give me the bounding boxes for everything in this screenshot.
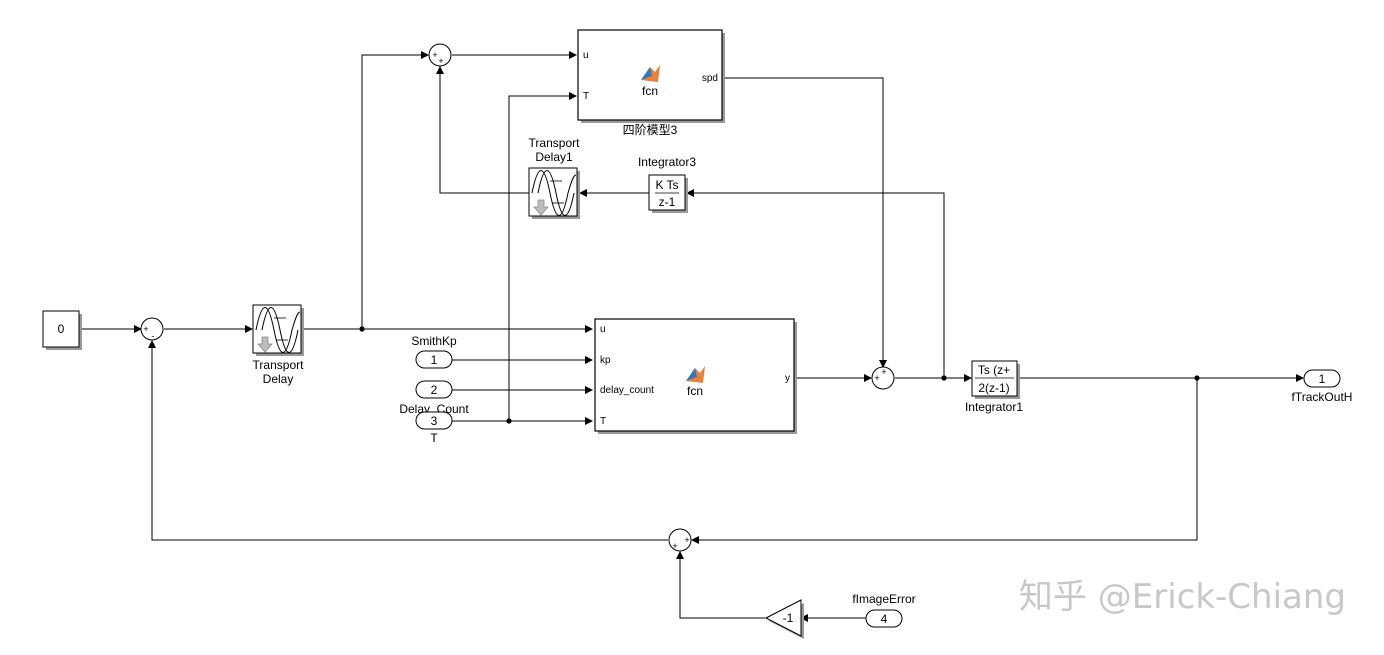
matlab-logo-icon [641,65,660,82]
junction-dot [1194,375,1200,381]
inport-delay-count[interactable]: 2 Delay_Count [399,380,469,416]
fcn-label: fcn [642,84,658,98]
watermark-text: 知乎 @Erick-Chiang [1019,577,1346,617]
sum-sign-minus: - [152,331,155,341]
gain-block[interactable]: -1 [764,599,804,639]
transport-delay-name-line2: Delay [263,372,294,386]
fcn-label: fcn [687,384,703,398]
constant-value: 0 [58,322,65,336]
sum-sign-plus: + [143,324,148,334]
transport-delay-name: Transport [253,358,305,372]
inport-fimageerror[interactable]: 4 fImageError [852,592,916,628]
matlab-function-block-top[interactable]: u T spd fcn 四阶模型3 [577,29,725,137]
wire-bottom-sum-to-sum1[interactable] [148,340,668,541]
inport-number: 3 [431,414,438,428]
outport-name: fTrackOutH [1292,390,1353,404]
sum-sign-plus: + [874,373,879,383]
sum-sign-plus: + [432,50,437,60]
port-label-T: T [583,91,589,102]
inport-number: 1 [431,353,438,367]
wire-T-to-fcn-top[interactable] [508,92,577,421]
wire-gain-to-bottom-sum[interactable] [676,551,765,619]
transport-delay-block[interactable]: Transport Delay [252,304,305,386]
transport-delay1-block[interactable]: Transport Delay1 [528,136,581,219]
inport-name: Delay_Count [399,402,469,416]
sum-block-feedback[interactable]: + + [668,528,692,552]
delay-wave-icon [255,307,301,353]
port-label-delay-count: delay_count [600,385,654,396]
delay-wave-icon [531,170,577,216]
integrator1-block[interactable]: Ts (z+ 2(z-1) Integrator1 [965,360,1023,414]
port-label-u: u [583,50,589,61]
junction-dot [359,326,365,332]
junction-dot [506,418,512,424]
inport-T[interactable]: 3 T [415,411,453,445]
matlab-function-block-main[interactable]: u kp delay_count T y fcn [594,318,797,434]
sum-block-output[interactable]: + + [871,366,895,390]
integrator3-block[interactable]: K Ts z-1 Integrator3 [638,155,696,213]
sum-block-input[interactable]: + - [140,317,164,341]
wire-delay1-to-top-sum[interactable] [436,66,529,194]
junction-dot [941,375,947,381]
outport-ftrackouth[interactable]: 1 fTrackOutH [1292,369,1353,404]
wire-branch-to-top-sum[interactable] [361,51,429,329]
inport-name: SmithKp [411,334,457,348]
inport-name: fImageError [852,592,915,606]
integrator3-numerator: K Ts [655,178,678,192]
port-label-kp: kp [600,355,611,366]
transport-delay1-name-line2: Delay1 [535,150,573,164]
wire-spd-to-sum[interactable] [722,77,887,368]
fcn-top-caption: 四阶模型3 [623,123,678,137]
sum-sign-plus: + [881,367,886,377]
sum-sign-plus: + [684,535,689,545]
wire-branch-to-integrator3[interactable] [686,189,945,378]
constant-block[interactable]: 0 [42,310,82,350]
integrator1-name: Integrator1 [965,400,1023,414]
outport-number: 1 [1319,372,1326,386]
inport-number: 4 [881,612,888,626]
matlab-logo-icon [686,366,705,383]
signal-lines [80,51,1304,622]
integrator3-name: Integrator3 [638,155,696,169]
gain-value: -1 [783,611,794,625]
integrator1-denominator: 2(z-1) [978,381,1009,395]
inport-name: T [430,431,438,445]
integrator1-numerator: Ts (z+ [978,363,1010,377]
inport-number: 2 [431,383,438,397]
sum-sign-plus: + [672,541,677,551]
integrator3-denominator: z-1 [659,195,676,209]
inport-smithkp[interactable]: 1 SmithKp [411,334,457,369]
port-label-u: u [600,324,606,335]
port-label-spd: spd [702,73,718,84]
sum-sign-plus: + [438,56,443,66]
port-label-y: y [785,373,790,384]
transport-delay1-name: Transport [529,136,581,150]
wire-feedback-to-bottom-sum[interactable] [691,378,1198,544]
sum-block-top[interactable]: + + [428,43,452,67]
port-label-T: T [600,416,606,427]
